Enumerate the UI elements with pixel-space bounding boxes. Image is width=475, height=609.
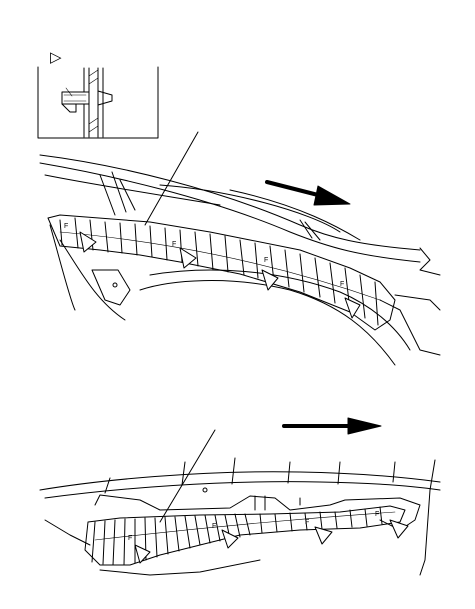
upper-f-mark-1: F [64,223,68,230]
upper-trim-part [47,214,396,331]
push-clip [61,87,113,113]
upper-leader-line [144,131,199,226]
upper-f-mark-3: F [264,257,268,264]
lower-trim-part [84,505,406,566]
inset-frame [37,66,159,139]
lower-f-mark-3: F [305,519,309,526]
lower-f-mark-1: F [128,535,132,542]
upper-f-mark-4: F [340,281,344,288]
upper-clip-marker-1 [79,231,97,253]
lower-leader-line [159,429,216,523]
upper-direction-arrow [265,180,351,206]
upper-f-mark-2: F [172,241,176,248]
lower-f-mark-4: F [375,511,379,518]
lower-clip-marker-3 [314,526,333,545]
lower-f-mark-2: F [212,523,216,530]
lower-assembly-view: F F F F [39,417,441,576]
upper-clip-marker-4 [344,297,361,319]
lower-f-marks: F F F F [128,511,379,542]
lower-clip-marker-1 [134,544,151,564]
panel-hatching [88,69,99,133]
upper-assembly-view: F F F F [39,131,441,366]
upper-clip-marker-2 [179,247,197,269]
lower-clip-marker-4 [389,519,409,539]
upper-f-marks: F F F F [64,223,344,288]
upper-frame-lines [39,154,441,276]
upper-clip-marker-3 [261,269,279,291]
upper-clip-markers [79,231,361,319]
lower-frame-lines [39,457,441,576]
lower-body-panel [94,487,421,531]
lower-direction-arrow [282,417,382,435]
detail-marker-icon: ▷ [50,49,62,66]
upper-body-panel [49,224,441,366]
clip-detail-inset: ▷ [37,49,159,139]
lower-clip-markers [134,519,409,564]
lower-clip-marker-2 [221,529,239,549]
